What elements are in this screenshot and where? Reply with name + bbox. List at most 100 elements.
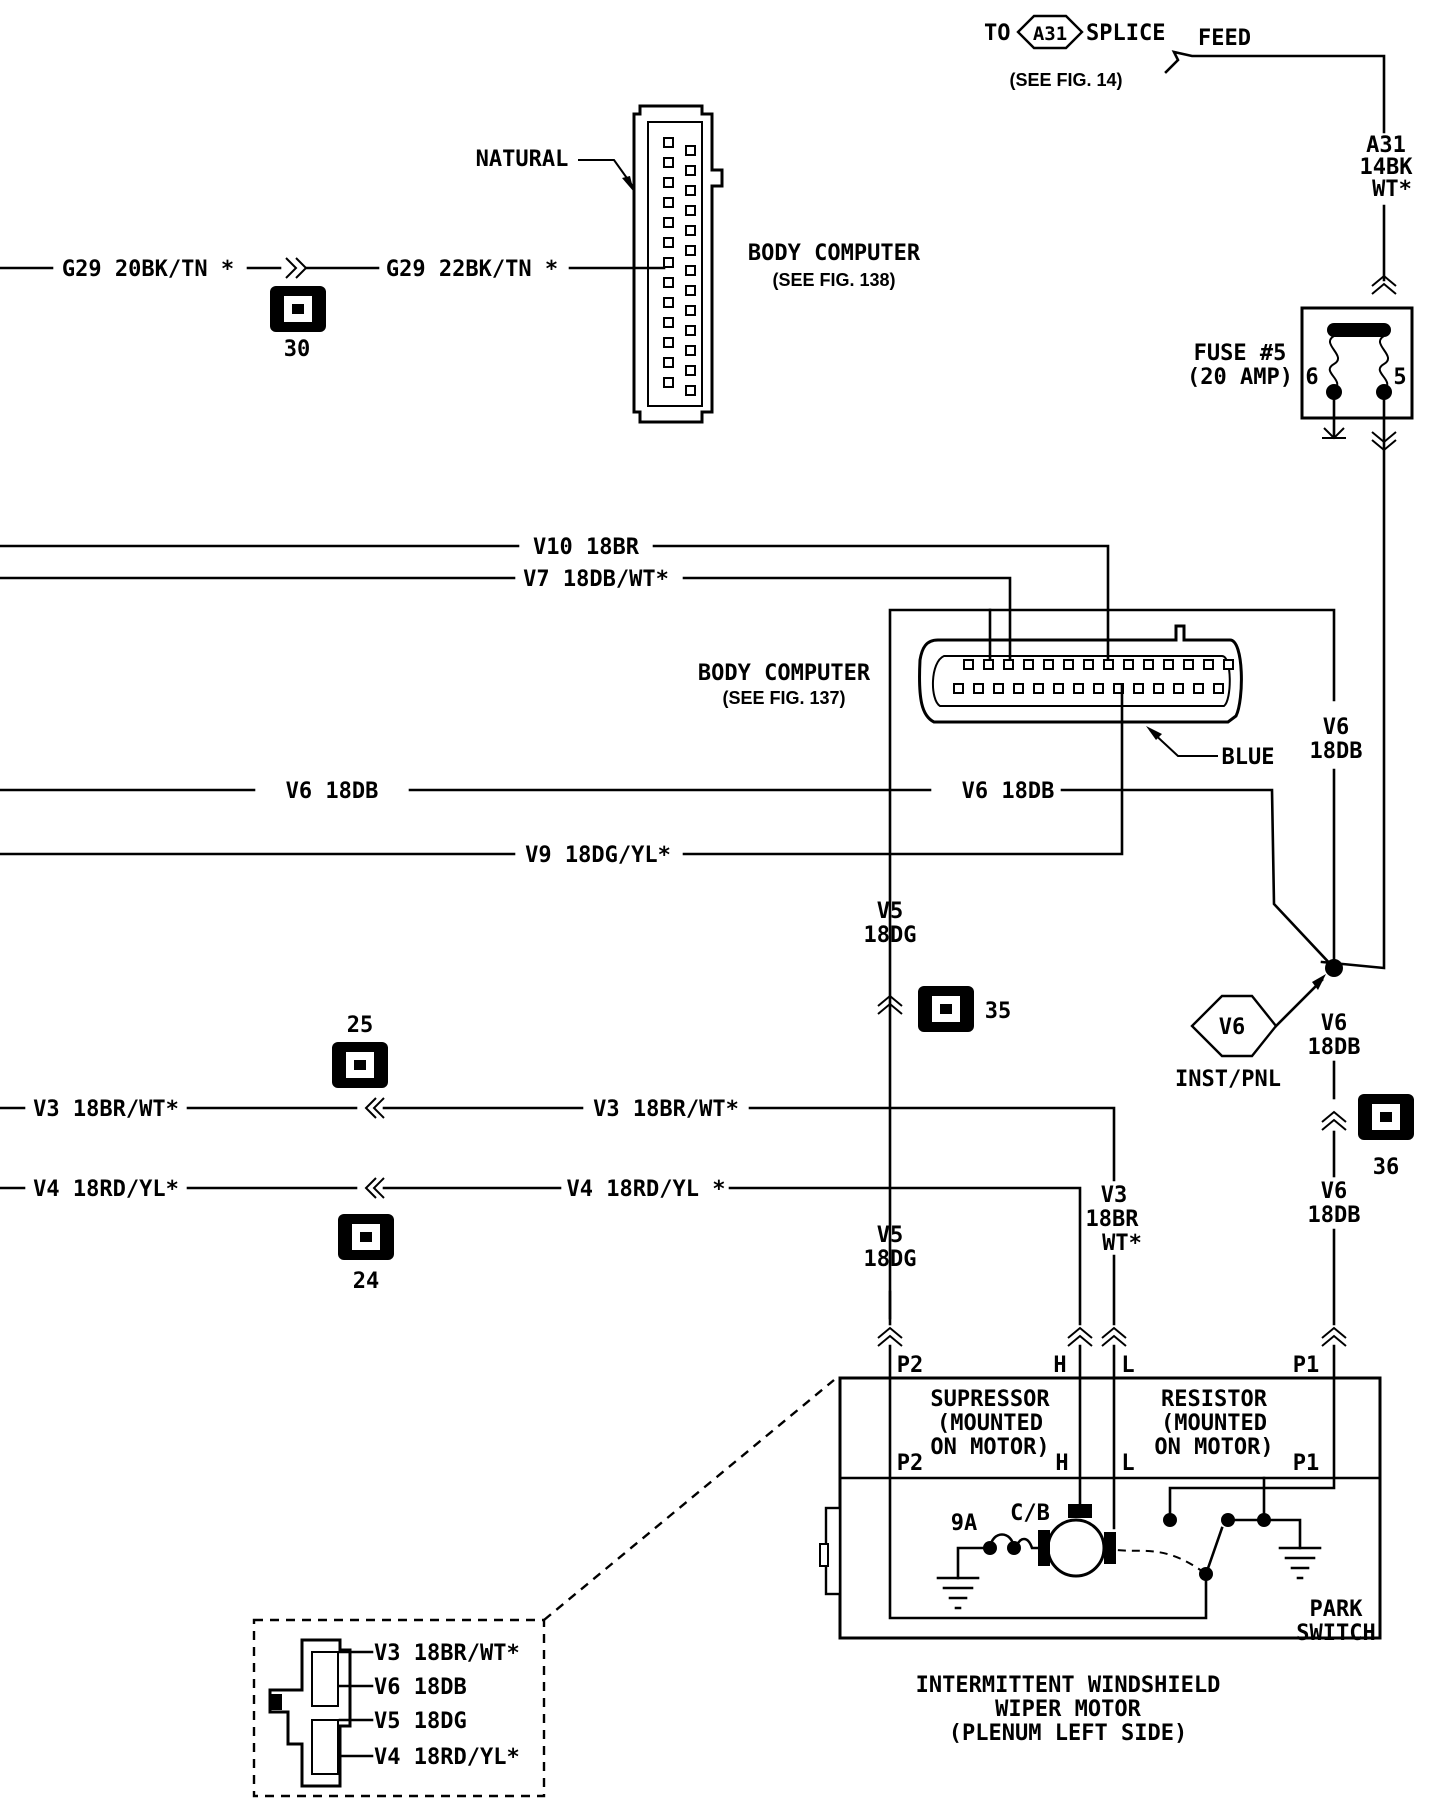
detail-pin-v3: V3 18BR/WT*: [338, 1641, 520, 1666]
natural-pin-b-5: [685, 225, 696, 236]
v6-splice-node: [1325, 959, 1343, 977]
motor-ground-icon: [936, 1576, 980, 1610]
svg-text:WIPER MOTOR: WIPER MOTOR: [995, 1697, 1141, 1722]
connector-25-icon: [332, 1042, 388, 1088]
svg-text:18DG: 18DG: [864, 923, 917, 948]
wiper-motor: P2 H L P1 P2 H L P1 SUPRESSOR (MOUNTED O…: [819, 1344, 1382, 1746]
blue-pin-a-4: [1023, 659, 1034, 670]
svg-text:18DG: 18DG: [864, 1247, 917, 1272]
motor-brush-left: [1038, 1530, 1050, 1566]
connector-24-icon: [338, 1214, 394, 1260]
g29-inline-connector: [285, 257, 308, 279]
natural-pin-a-7: [663, 257, 674, 268]
blue-pin-b-3: [993, 683, 1004, 694]
pin-p1-bottom: P1: [1293, 1451, 1320, 1476]
svg-text:RESISTOR: RESISTOR: [1161, 1387, 1268, 1412]
natural-pin-b-6: [685, 245, 696, 256]
natural-pin-b-8: [685, 285, 696, 296]
blue-pin-a-5: [1043, 659, 1054, 670]
natural-pin-a-11: [663, 337, 674, 348]
natural-pin-b-13: [685, 385, 696, 396]
blue-pin-b-5: [1033, 683, 1044, 694]
blue-pin-b-14: [1213, 683, 1224, 694]
svg-text:WT*: WT*: [1372, 177, 1412, 202]
blue-pin-b-2: [973, 683, 984, 694]
svg-text:18DB: 18DB: [1308, 1035, 1361, 1060]
detail-pin-v4: V4 18RD/YL*: [338, 1745, 520, 1770]
v7-wire-right: [682, 576, 1012, 666]
blue-pin-a-10: [1143, 659, 1154, 670]
blue-pin-b-11: [1153, 683, 1164, 694]
natural-leader-arrow: [622, 176, 634, 192]
svg-text:WT*: WT*: [1102, 1231, 1142, 1256]
natural-leader: [578, 159, 635, 189]
detail-connector: [268, 1638, 352, 1788]
blue-pin-a-8: [1103, 659, 1114, 670]
natural-pin-a-3: [663, 177, 674, 188]
pin-p1-top: P1: [1293, 1353, 1320, 1378]
v7-label: V7 18DB/WT*: [523, 567, 669, 592]
detail-leader-dashed: [543, 1379, 835, 1621]
splice-label: SPLICE: [1086, 21, 1165, 46]
fuse-element-right: [1378, 335, 1389, 391]
connector-36-icon: [1358, 1094, 1414, 1140]
park-ground-lead: [1262, 1518, 1302, 1550]
fuse-box: [1300, 306, 1414, 420]
feed-wire: [1164, 50, 1386, 134]
svg-text:V6: V6: [1321, 1011, 1348, 1036]
natural-pin-a-13: [663, 377, 674, 388]
splice-tag-shape: [1016, 14, 1084, 50]
natural-connector-shell: [632, 104, 724, 424]
v9-wire-right: [682, 684, 1124, 856]
motor-ground-lead: [956, 1546, 992, 1580]
svg-text:(PLENUM LEFT SIDE): (PLENUM LEFT SIDE): [949, 1721, 1187, 1746]
pin-l-bottom: L: [1121, 1451, 1134, 1476]
svg-text:V6: V6: [1219, 1015, 1246, 1040]
natural-pin-a-6: [663, 237, 674, 248]
v3-mid-label: V3 18BR/WT*: [593, 1097, 739, 1122]
blue-pin-b-7: [1073, 683, 1084, 694]
fuse-6-terminal-arrow: [1322, 427, 1346, 440]
natural-pin-a-5: [663, 217, 674, 228]
motor-armature: [1046, 1518, 1106, 1578]
detail-label-v6: V6 18DB: [374, 1675, 467, 1700]
natural-pin-a-12: [663, 357, 674, 368]
inst-panel-label: INST/PNL: [1175, 1067, 1281, 1092]
fuse-rating: (20 AMP): [1187, 365, 1293, 390]
natural-pin-b-11: [685, 345, 696, 356]
motor-brush-top: [1068, 1504, 1092, 1518]
detail-label-v5: V5 18DG: [374, 1709, 467, 1734]
fuse-5-output-wire: [1320, 398, 1386, 970]
natural-pin-b-10: [685, 325, 696, 336]
detail-connector-latch: [270, 1694, 282, 1710]
pin-p2-top: P2: [897, 1353, 924, 1378]
connector-24-label: 24: [353, 1269, 380, 1294]
blue-pin-a-6: [1063, 659, 1074, 670]
pin-h-top: H: [1053, 1353, 1066, 1378]
park-contact-1: [1163, 1513, 1177, 1527]
blue-pin-b-12: [1173, 683, 1184, 694]
svg-text:V5: V5: [877, 1223, 904, 1248]
blue-connector-shell: [918, 624, 1243, 724]
v6-mid-label: V6 18DB: [962, 779, 1055, 804]
connector-30-icon: [270, 286, 326, 332]
fuse-pin-5: 5: [1393, 365, 1406, 390]
v4-mid-label: V4 18RD/YL *: [567, 1177, 726, 1202]
natural-label: NATURAL: [476, 147, 569, 172]
body-computer-top-ref: (SEE FIG. 138): [772, 270, 895, 290]
blue-pin-a-13: [1203, 659, 1214, 670]
blue-leader-arrow: [1146, 726, 1162, 740]
blue-pin-b-8: [1093, 683, 1104, 694]
body-computer-mid-connector: BODY COMPUTER (SEE FIG. 137) BLUE: [698, 624, 1274, 770]
blue-pin-a-1: [963, 659, 974, 670]
natural-pin-a-4: [663, 197, 674, 208]
blue-pin-a-9: [1123, 659, 1134, 670]
v6-right-label: V6 18DB: [1310, 715, 1363, 764]
splice-to-label: TO: [984, 21, 1011, 46]
detail-label-v3: V3 18BR/WT*: [374, 1641, 520, 1666]
motor-cb-label: C/B: [1010, 1501, 1050, 1526]
inst-panel-tag: V6: [1190, 994, 1278, 1058]
park-ground-icon: [1278, 1546, 1322, 1580]
v5-v6-loop-wire: [888, 608, 1336, 1320]
fuse-terminal-5: [1376, 384, 1392, 400]
